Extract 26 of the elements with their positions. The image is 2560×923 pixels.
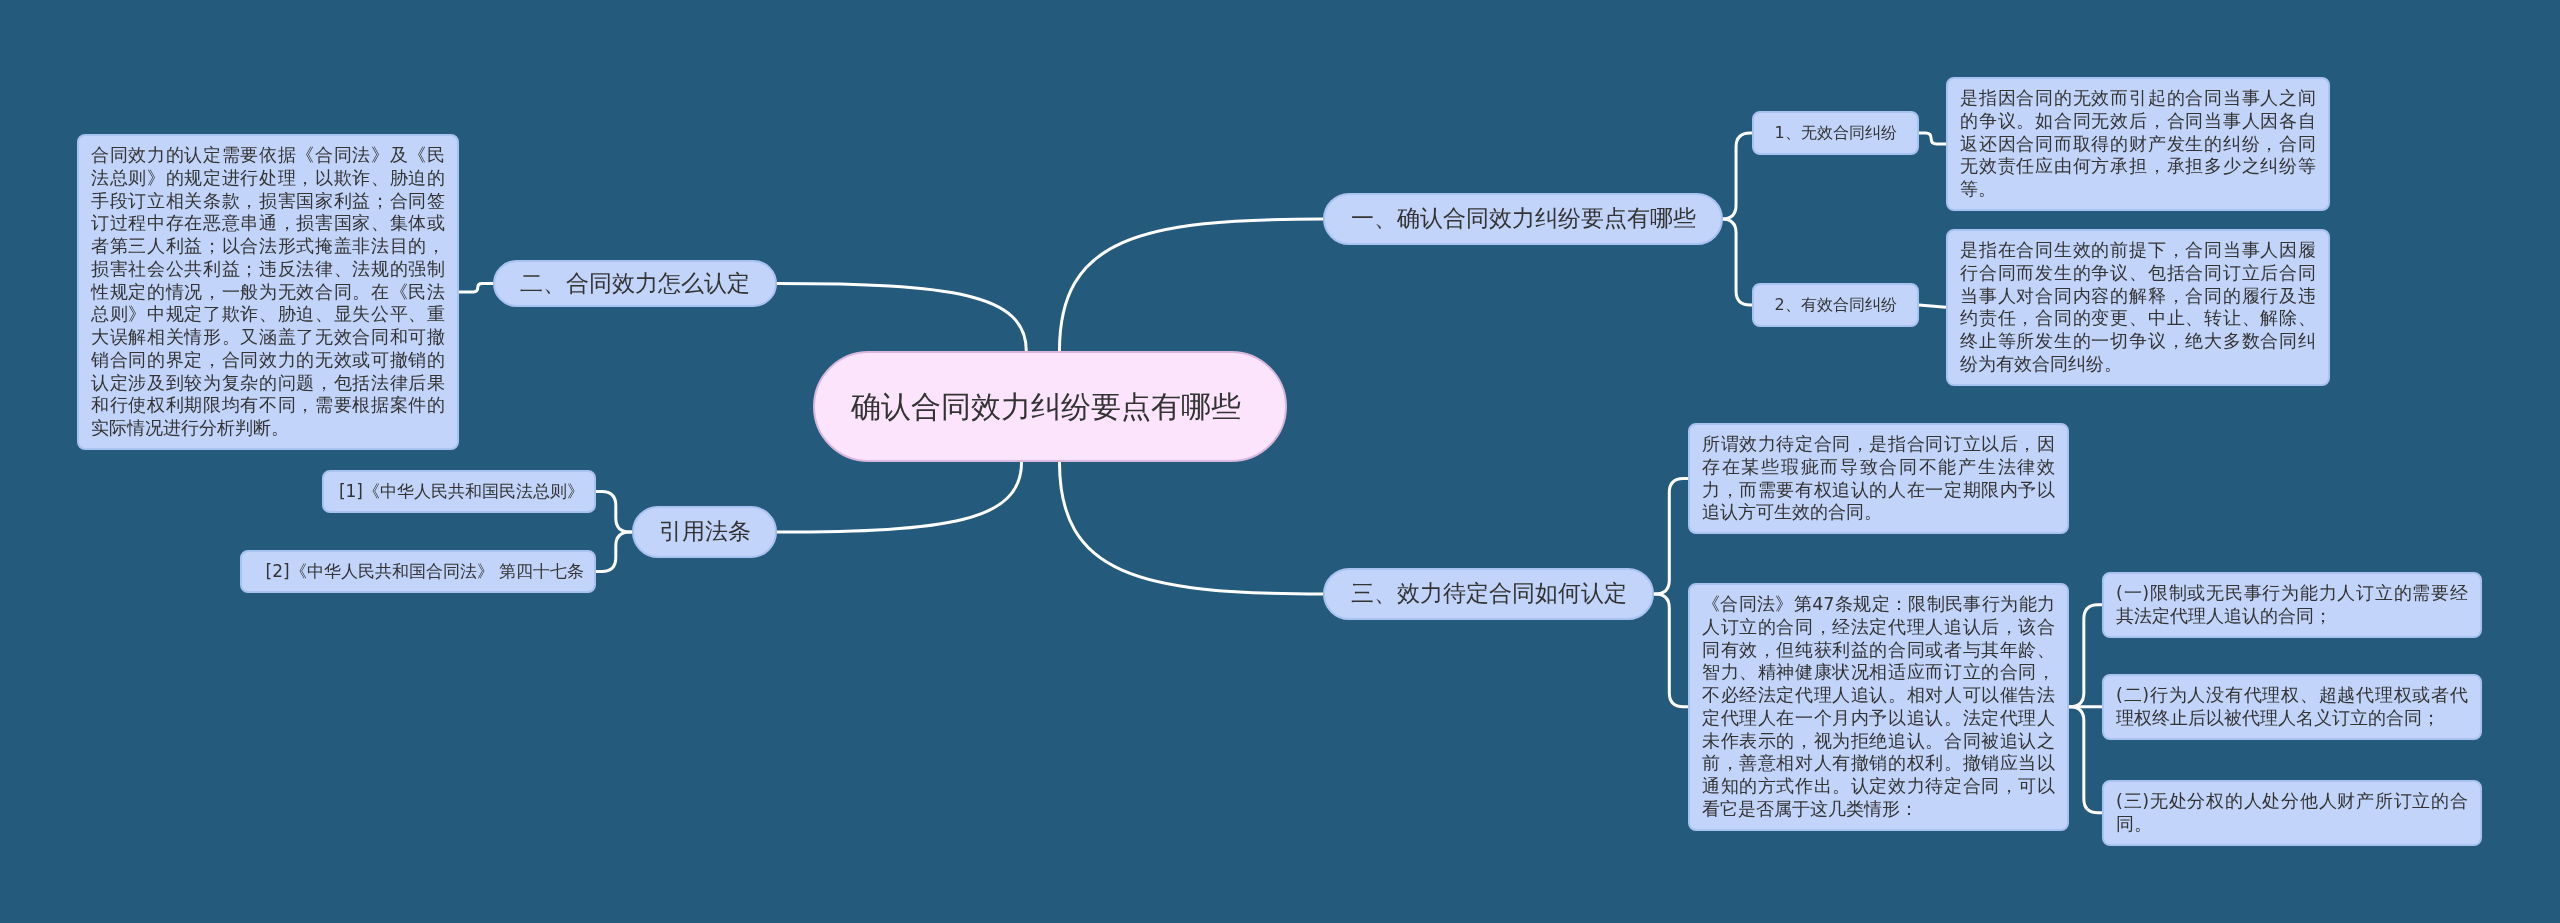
central-topic: 确认合同效力纠纷要点有哪些 bbox=[813, 351, 1287, 462]
connector-line bbox=[596, 530, 632, 573]
connector-line bbox=[777, 461, 1024, 534]
subtopic-box: 2、有效合同纠纷 bbox=[1752, 283, 1919, 327]
connector-line bbox=[596, 490, 632, 534]
note-box: 所谓效力待定合同，是指合同订立以后，因存在某些瑕疵而导致合同不能产生法律效力，而需要有权追认的人在一定期限内予以追认方可生效的合同。 bbox=[1688, 423, 2069, 534]
connector-line bbox=[1919, 131, 1946, 146]
note-box: 合同效力的认定需要依据《合同法》及《民法总则》的规定进行处理，以欺诈、胁迫的手段订立相关条款，损害国家利益；合同签订过程中存在恶意串通，损害国家、集体或者第三人利益；以合法形式掩盖非法目的，损害社会公共利益；违反法律、法规的强制性规定的情况，一般为无效合同。在《民法总则》中规定了欺诈、胁迫、显失公平、重大误解相关情形。又涵盖了无效合同和可撤销合同的界定，合同效力的无效或可撤销的认定涉及到较为复杂的问题，包括法律后果和行使权利期限均有不同，需要根据案件的实际情况进行分析判断。 bbox=[77, 134, 459, 450]
note-box: (三)无处分权的人处分他人财产所订立的合同。 bbox=[2102, 780, 2482, 846]
connector-line bbox=[1058, 461, 1323, 596]
connector-line bbox=[1918, 303, 1947, 309]
reference-box: [2]《中华人民共和国合同法》 第四十七条 bbox=[240, 550, 596, 593]
connector-line bbox=[1058, 217, 1323, 352]
note-box: 是指因合同的无效而引起的合同当事人之间的争议。如合同无效后，合同当事人因各自返还因合同而取得的财产发生的纠纷，合同无效责任应由何方承担，承担多少之纠纷等等。 bbox=[1946, 77, 2330, 211]
topic-box: 引用法条 bbox=[632, 506, 777, 558]
topic-box: 一、确认合同效力纠纷要点有哪些 bbox=[1323, 193, 1723, 245]
note-box: 是指在合同生效的前提下，合同当事人因履行合同而发生的争议、包括合同订立后合同当事人对合同内容的解释，合同的履行及违约责任，合同的变更、中止、转让、解除、终止等所发生的一切争议，绝大多数合同纠纷为有效合同纠纷。 bbox=[1946, 229, 2330, 386]
reference-box: [1]《中华人民共和国民法总则》 bbox=[322, 470, 596, 513]
topic-box: 二、合同效力怎么认定 bbox=[493, 260, 777, 307]
subtopic-box: 1、无效合同纠纷 bbox=[1752, 111, 1919, 155]
topic-box: 三、效力待定合同如何认定 bbox=[1323, 568, 1654, 620]
note-box: 《合同法》第47条规定：限制民事行为能力人订立的合同，经法定代理人追认后，该合同有效，但纯获利益的合同或者与其年龄、智力、精神健康状况相适应而订立的合同，不必经法定代理人追认。相对人可以催告法定代理人在一个月内予以追认。法定代理人未作表示的，视为拒绝追认。合同被追认之前，善意相对人有撤销的权利。撤销应当以通知的方式作出。认定效力待定合同，可以看它是否属于这几类情形： bbox=[1688, 583, 2069, 831]
connector-line bbox=[777, 282, 1028, 352]
note-box: (一)限制或无民事行为能力人订立的需要经其法定代理人追认的合同； bbox=[2102, 572, 2482, 638]
connector-line bbox=[459, 282, 493, 294]
note-box: (二)行为人没有代理权、超越代理权或者代理权终止后以被代理人名义订立的合同； bbox=[2102, 674, 2482, 740]
